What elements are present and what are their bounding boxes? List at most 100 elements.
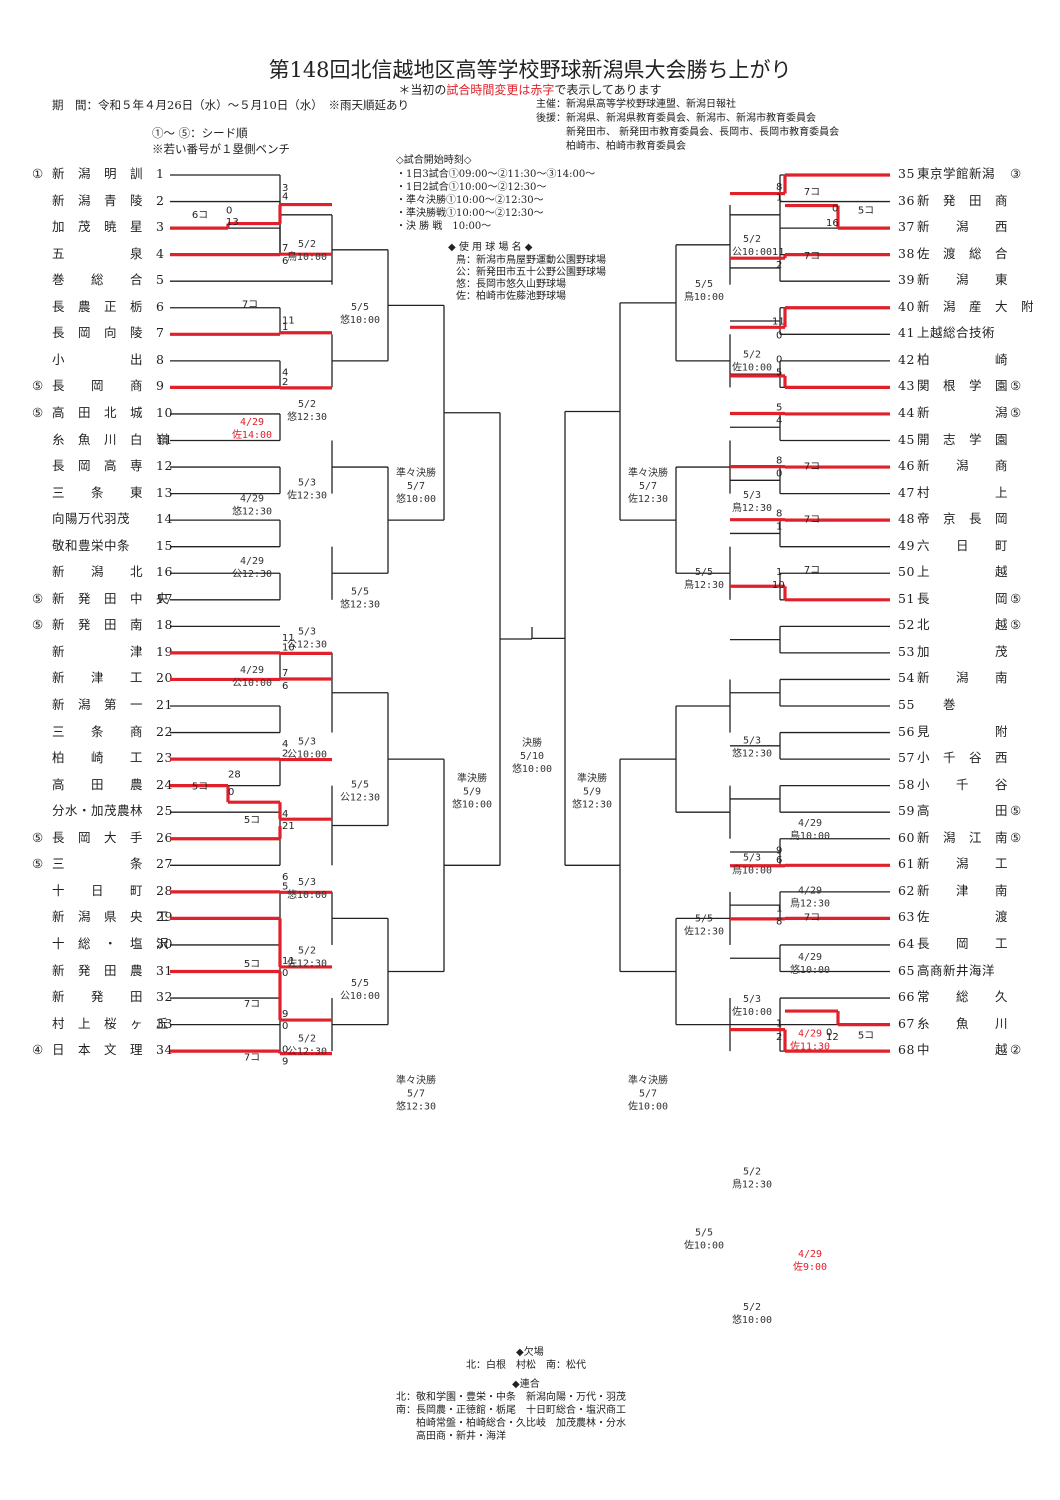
team-number: 7 bbox=[156, 325, 165, 341]
team-name: 新 潟 青 陵 bbox=[52, 192, 144, 208]
team-number: 15 bbox=[156, 537, 173, 553]
team-name: 関 根 学 園 bbox=[917, 378, 1009, 394]
team-name: 村 上 bbox=[917, 484, 1009, 500]
bracket-label: 4/29 bbox=[798, 818, 822, 829]
team-name: 新 潟 県 央 工 bbox=[52, 909, 170, 925]
bracket-label: 5コ bbox=[192, 782, 208, 793]
bracket-label: 6コ bbox=[192, 210, 208, 221]
team-number: 37 bbox=[898, 219, 915, 235]
bracket-label: 5/5 bbox=[695, 279, 713, 290]
bracket-label: 7コ bbox=[804, 515, 820, 526]
seed-mark: ⑤ bbox=[1010, 404, 1022, 420]
absent-title: ◆欠場 bbox=[516, 1347, 544, 1358]
team-number: 57 bbox=[898, 750, 915, 766]
team-name: 日 本 文 理 bbox=[52, 1042, 144, 1058]
team-number: 9 bbox=[156, 378, 165, 394]
bracket-label: 8 bbox=[776, 916, 782, 927]
bracket-label: 悠12:30 bbox=[232, 505, 272, 518]
bracket-label: 10 bbox=[772, 580, 785, 591]
bracket-label: 5/2 bbox=[298, 1034, 316, 1045]
team-name: 新 津 工 bbox=[52, 670, 144, 686]
seed-mark: ⑤ bbox=[32, 856, 44, 872]
team-number: 42 bbox=[898, 351, 915, 367]
bracket-label: 7コ bbox=[804, 912, 820, 923]
team-name: 敬和豊栄中条 bbox=[52, 537, 131, 553]
bracket-label: 5/3 bbox=[298, 877, 316, 888]
bracket-label: 4/29 bbox=[798, 1249, 822, 1260]
bracket-label: 11 bbox=[772, 316, 785, 327]
sponsor-line-4: 柏崎市、柏崎市教育委員会 bbox=[536, 141, 686, 152]
bracket-label: 4/29 bbox=[798, 1029, 822, 1040]
seed-mark: ⑤ bbox=[1010, 803, 1022, 819]
team-name: 巻 bbox=[917, 697, 957, 712]
seed-mark: ① bbox=[32, 166, 44, 181]
bracket-label: 0 bbox=[776, 354, 782, 365]
bracket-label: 悠10:00 bbox=[452, 798, 492, 811]
bracket-label: 決勝 bbox=[522, 736, 542, 749]
team-number: 23 bbox=[156, 750, 173, 766]
bracket-label: 7コ bbox=[244, 1053, 260, 1064]
team-number: 49 bbox=[898, 537, 915, 553]
team-number: 38 bbox=[898, 245, 915, 261]
bracket-label: 4/29 bbox=[798, 885, 822, 896]
bracket-label: 28 bbox=[228, 770, 241, 781]
bracket-label: 5/2 bbox=[298, 399, 316, 410]
bracket-label: 4 bbox=[282, 367, 288, 378]
bracket-label: 5/5 bbox=[351, 978, 369, 989]
bracket-label: 5/5 bbox=[351, 780, 369, 791]
team-name: 長 岡 大 手 bbox=[52, 829, 144, 845]
team-number: 50 bbox=[898, 564, 915, 580]
team-number: 45 bbox=[898, 431, 915, 447]
team-number: 3 bbox=[156, 219, 165, 235]
team-name: 加 茂 bbox=[917, 643, 1009, 659]
bracket-label: 準々決勝 bbox=[396, 466, 436, 479]
team-number: 16 bbox=[156, 564, 173, 580]
bracket-label: 0 bbox=[826, 1028, 832, 1039]
bracket-label: 鳥12:30 bbox=[732, 1177, 772, 1190]
bracket-label: 準々決勝 bbox=[396, 1073, 436, 1086]
bracket-label: 佐12:30 bbox=[628, 493, 668, 505]
bracket-label: 5/2 bbox=[743, 349, 761, 360]
team-number: 43 bbox=[898, 378, 915, 394]
team-number: 20 bbox=[156, 670, 173, 686]
venue-1: 鳥：新潟市鳥屋野運動公園野球場 bbox=[456, 255, 606, 266]
bracket-label: 2 bbox=[776, 260, 782, 271]
seed-mark: ② bbox=[1010, 1042, 1022, 1058]
team-number: 28 bbox=[156, 882, 173, 898]
team-name: 小 出 bbox=[52, 351, 144, 367]
bracket-label: 4 bbox=[282, 739, 288, 750]
team-name: 巻 総 合 bbox=[52, 272, 144, 288]
team-number: 26 bbox=[156, 829, 173, 845]
seed-note: ①～ ⑤：シード順 bbox=[152, 126, 248, 140]
bracket-label: 4/29 bbox=[240, 494, 264, 505]
bracket-label: 6 bbox=[282, 256, 288, 267]
team-name: 長 岡 工 bbox=[917, 935, 1009, 951]
venue-2: 公：新発田市五十公野公園野球場 bbox=[456, 267, 606, 278]
bracket-label: 1 bbox=[776, 522, 782, 533]
team-name: 向陽万代羽茂 bbox=[52, 511, 131, 527]
team-name: 佐 渡 総 合 bbox=[917, 245, 1009, 261]
team-name: 三 条 東 bbox=[52, 484, 144, 500]
bracket-label: 悠12:30 bbox=[287, 410, 327, 423]
team-name: 高 田 北 城 bbox=[52, 404, 144, 420]
bracket-label: 悠12:30 bbox=[396, 1099, 436, 1112]
bracket-label: 悠12:30 bbox=[572, 798, 612, 811]
team-name: 東京学館新潟 bbox=[917, 166, 996, 181]
bracket-label: 準々決勝 bbox=[628, 1073, 668, 1086]
seed-mark: ⑤ bbox=[32, 590, 44, 606]
team-number: 22 bbox=[156, 723, 173, 739]
bracket-label: 佐10:00 bbox=[684, 1239, 724, 1251]
bracket-label: 5/7 bbox=[639, 481, 657, 492]
team-name: 十 日 町 bbox=[52, 882, 144, 898]
bracket-label: 4/29 bbox=[798, 952, 822, 963]
team-name: 新 発 田 商 bbox=[917, 192, 1009, 208]
team-number: 44 bbox=[898, 404, 915, 420]
bracket-label: 21 bbox=[282, 821, 295, 832]
bracket-label: 準々決勝 bbox=[628, 466, 668, 479]
bracket-label: 5/2 bbox=[743, 1302, 761, 1313]
team-name: 開 志 学 園 bbox=[917, 431, 1009, 447]
team-name: 新 発 田 bbox=[52, 989, 144, 1005]
bracket-label: 0 bbox=[282, 1021, 288, 1032]
bracket-label: 5/2 bbox=[298, 239, 316, 250]
start-times-4: ・準決勝戦①10:00～②12:30～ bbox=[396, 208, 544, 219]
